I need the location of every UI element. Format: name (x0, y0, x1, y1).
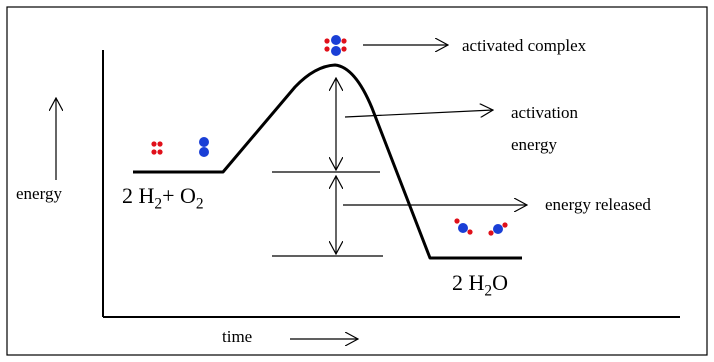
x-axis-label: time (222, 327, 253, 346)
products-equation: 2 H2O (452, 270, 508, 300)
activated-complex-label: activated complex (462, 36, 587, 55)
y-axis-label: energy (16, 184, 62, 203)
reaction-curve (133, 63, 522, 260)
frame-border (6, 6, 708, 356)
water-molecule-icon (454, 218, 473, 235)
activation-energy-label-line1: activation (511, 103, 579, 122)
activation-energy-pointer (344, 110, 493, 117)
activation-energy-label-line2: energy (511, 135, 557, 154)
h2-molecule-icon (151, 141, 163, 155)
reactants-equation: 2 H2+ O2 (122, 183, 204, 213)
water-molecule-icon (488, 222, 508, 236)
energy-released-label: energy released (545, 195, 651, 214)
o2-molecule-icon (199, 137, 209, 157)
activated-complex-molecule-icon (324, 35, 347, 56)
